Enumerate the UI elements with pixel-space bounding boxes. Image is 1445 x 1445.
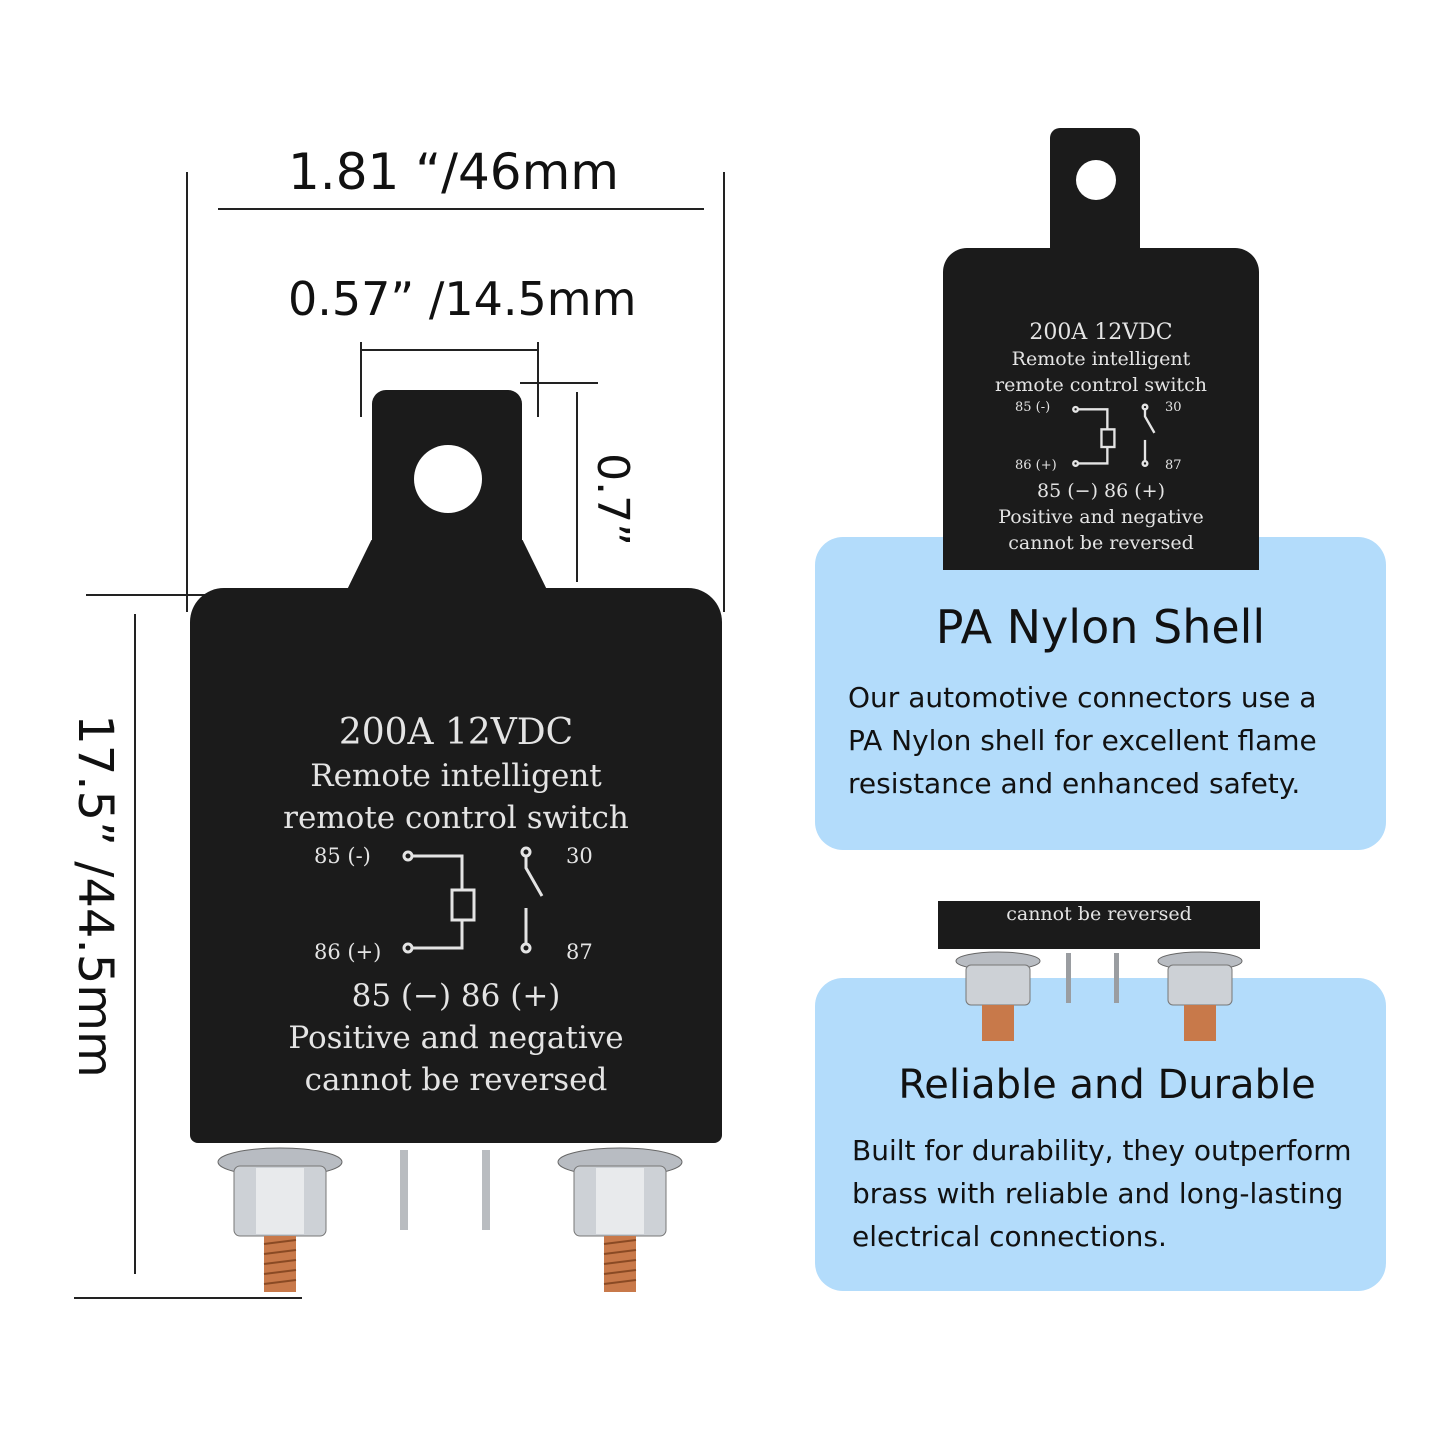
nylon-card-body: Our automotive connectors use a PA Nylon… [848, 676, 1317, 805]
small-warning-line-2: cannot be reversed [1008, 532, 1194, 554]
small-pin-85-label: 85 (-) [1015, 400, 1051, 415]
relay-housing: 200A 12VDC Remote intelligent remote con… [190, 588, 722, 1143]
height-dimension-line [134, 614, 136, 1274]
crop-warning-line-2: cannot be reversed [1006, 903, 1192, 925]
durable-card-body: Built for durability, they outperform br… [852, 1129, 1352, 1258]
width-dimension-line [218, 208, 704, 210]
tab-height-dimension-label: 0.7” [586, 453, 638, 546]
mounting-hole-icon [414, 445, 482, 513]
durable-body-line-1: Built for durability, they outperform [852, 1134, 1352, 1167]
pin-85-label: 85 (-) [314, 844, 371, 868]
nylon-body-line-1: Our automotive connectors use a [848, 681, 1317, 714]
durable-card [815, 978, 1386, 1291]
tab-height-dimension-line [576, 392, 578, 582]
warning-line-1: Positive and negative [288, 1020, 624, 1056]
warning-line-2: cannot be reversed [304, 1062, 608, 1098]
small-pin-86-label: 86 (+) [1015, 458, 1057, 473]
nylon-body-line-3: resistance and enhanced safety. [848, 767, 1301, 800]
description-line-1: Remote intelligent [310, 758, 602, 794]
small-relay-schematic-icon [1072, 403, 1156, 467]
small-pin-87-label: 87 [1165, 458, 1182, 473]
mounting-hole-small-icon [1076, 160, 1116, 200]
small-pins-legend-text: 85 (−) 86 (+) [1037, 480, 1165, 502]
tab-width-dimension-line [362, 349, 538, 351]
tab-width-dimension-label: 0.57” /14.5mm [288, 272, 637, 326]
width-extension-left [186, 172, 188, 612]
height-extension-top [86, 594, 282, 596]
nylon-card-title: PA Nylon Shell [935, 600, 1266, 654]
height-extension-bottom [74, 1297, 302, 1299]
description-line-2: remote control switch [283, 800, 629, 836]
pin-87-label: 87 [566, 940, 593, 964]
small-description-line-1: Remote intelligent [1011, 348, 1191, 370]
width-extension-right [723, 172, 725, 612]
pin-86-label: 86 (+) [314, 940, 382, 964]
height-dimension-label: 17.5” /44.5mm [67, 714, 123, 1078]
tab-width-extension-left [360, 342, 362, 417]
width-dimension-label: 1.81 “/46mm [288, 143, 620, 201]
relay-bottom-terminals [955, 951, 1243, 1041]
relay-terminals [217, 1147, 683, 1292]
pin-30-label: 30 [566, 844, 593, 868]
nylon-body-line-2: PA Nylon shell for excellent flame [848, 724, 1317, 757]
relay-schematic-icon [402, 846, 544, 954]
pins-legend-text: 85 (−) 86 (+) [351, 978, 561, 1014]
small-pin-30-label: 30 [1165, 400, 1182, 415]
relay-small-housing: 200A 12VDC Remote intelligent remote con… [943, 248, 1259, 570]
rating-text: 200A 12VDC [338, 712, 574, 753]
tab-height-tick-top [520, 382, 598, 384]
tab-width-extension-right [537, 342, 539, 417]
relay-bottom-crop: cannot be reversed [938, 901, 1260, 949]
durable-body-line-2: brass with reliable and long-lasting [852, 1177, 1344, 1210]
durable-card-title: Reliable and Durable [898, 1062, 1316, 1108]
durable-body-line-3: electrical connections. [852, 1220, 1167, 1253]
small-rating-text: 200A 12VDC [1029, 320, 1173, 345]
small-warning-line-1: Positive and negative [998, 506, 1204, 528]
small-description-line-2: remote control switch [995, 374, 1207, 396]
